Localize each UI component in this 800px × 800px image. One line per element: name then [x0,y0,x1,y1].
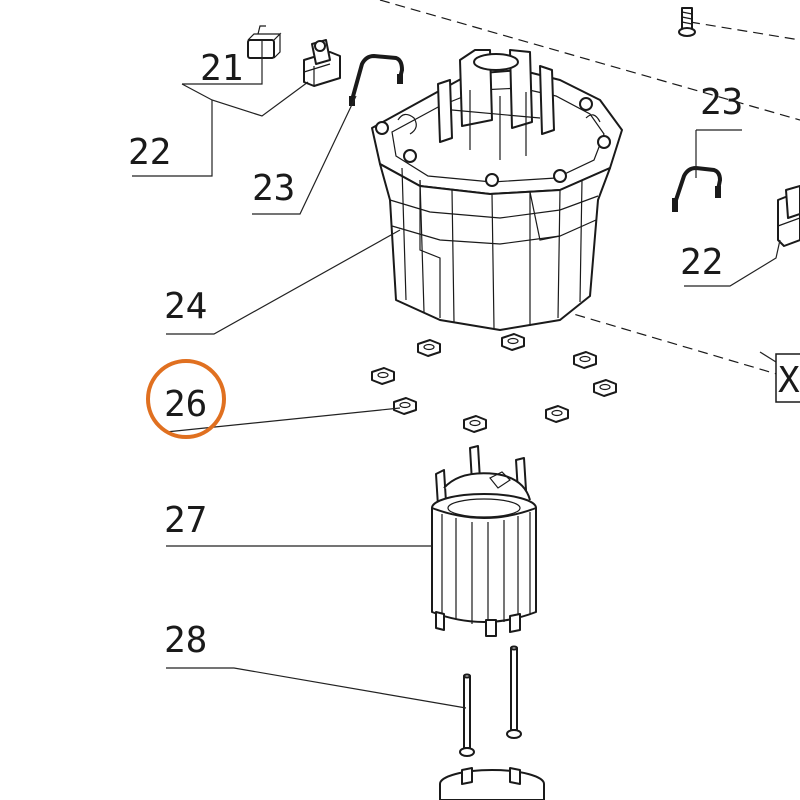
screw-part [678,7,696,37]
brush-holder-part-22-left [303,39,341,87]
reference-box-x [775,353,800,403]
leader-lines [132,40,781,709]
long-screw [459,673,475,757]
nut [573,351,597,369]
label-26: 26 [164,384,207,425]
label-22-upper: 22 [128,132,171,173]
nut [593,379,617,397]
nut [417,339,441,357]
motor-housing-part-24 [371,49,623,331]
label-21: 21 [200,48,243,89]
wire-clip-part-23-left [349,53,405,106]
label-28: 28 [164,620,207,661]
stator-part-27 [431,445,537,637]
label-x: X [778,360,800,401]
label-22-right: 22 [680,242,723,283]
nut [393,397,417,415]
long-screw [506,645,522,739]
brush-holder-part-22-right [777,185,800,247]
dashed-reference-lines [379,0,800,376]
bottom-housing-part [439,767,545,800]
nut [501,333,525,351]
highlight-circle [146,359,226,439]
label-23-upper: 23 [252,168,295,209]
brush-part-21 [247,25,282,59]
label-23-right: 23 [700,82,743,123]
nut [463,415,487,433]
screw-set-part-28 [459,645,522,757]
label-27: 27 [164,500,207,541]
nut [371,367,395,385]
nut [545,405,569,423]
wire-clip-part-23-right [672,165,723,212]
label-24: 24 [164,286,207,327]
nut-set-part-26 [371,333,617,433]
